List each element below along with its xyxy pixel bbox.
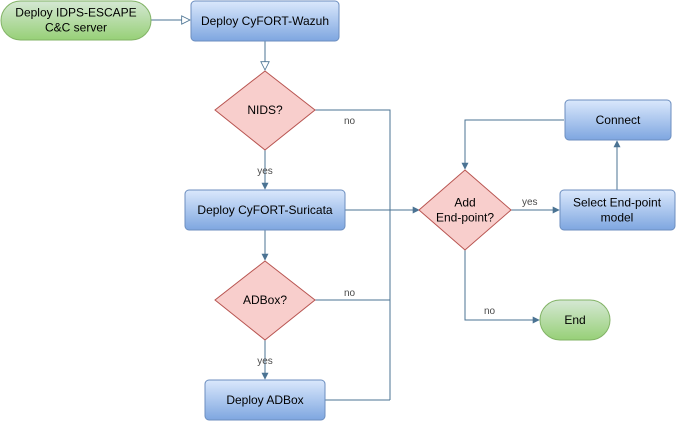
label-endpoint-no: no bbox=[484, 306, 496, 317]
adbox-decision-shape bbox=[214, 260, 316, 341]
add-endpoint-decision-shape bbox=[418, 169, 512, 251]
deploy-suricata-process: Deploy CyFORT-Suricata bbox=[184, 189, 346, 231]
connect-process: Connect bbox=[564, 99, 672, 141]
end-terminal-shape bbox=[539, 299, 611, 341]
deploy-wazuh-shape bbox=[190, 0, 340, 42]
nids-decision-shape bbox=[214, 70, 316, 151]
nids-decision: NIDS? bbox=[214, 70, 316, 151]
label-endpoint-yes: yes bbox=[522, 197, 538, 208]
deploy-suricata-shape bbox=[184, 189, 346, 231]
end-terminal-label: End bbox=[564, 313, 585, 327]
connect-shape bbox=[564, 99, 672, 141]
label-adbox-no: no bbox=[344, 288, 356, 299]
edge-nids-no bbox=[315, 109, 391, 400]
start-terminal-shape bbox=[0, 0, 152, 41]
edge-endpoint-no bbox=[464, 250, 540, 324]
edges bbox=[151, 20, 621, 401]
label-nids-no: no bbox=[344, 116, 356, 127]
label-nids-yes: yes bbox=[257, 166, 273, 177]
adbox-decision-label: ADBox? bbox=[243, 293, 287, 307]
adbox-decision: ADBox? bbox=[214, 260, 316, 341]
select-model-shape bbox=[559, 189, 676, 231]
deploy-adbox-label: Deploy ADBox bbox=[226, 393, 303, 407]
deploy-suricata-label: Deploy CyFORT-Suricata bbox=[197, 203, 332, 217]
deploy-adbox-process: Deploy ADBox bbox=[204, 379, 326, 421]
deploy-wazuh-label: Deploy CyFORT-Wazuh bbox=[201, 14, 329, 28]
deploy-adbox-shape bbox=[204, 379, 326, 421]
label-adbox-yes: yes bbox=[257, 356, 273, 367]
edge-connect-loop bbox=[461, 119, 564, 170]
deploy-wazuh-process: Deploy CyFORT-Wazuh bbox=[190, 0, 340, 42]
connect-label: Connect bbox=[596, 113, 641, 127]
nids-decision-label: NIDS? bbox=[247, 103, 283, 117]
edge-labels: yes no yes no yes no bbox=[257, 116, 537, 367]
end-terminal: End bbox=[539, 299, 611, 341]
